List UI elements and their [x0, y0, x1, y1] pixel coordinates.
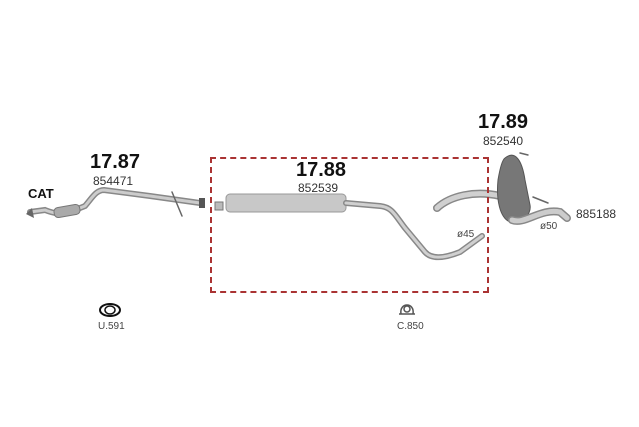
accessory-c850-label[interactable]: C.850: [397, 321, 424, 332]
front-pipe-854471[interactable]: [26, 186, 205, 219]
part-code-852539[interactable]: 852539: [298, 181, 339, 195]
cat-label: CAT: [28, 186, 54, 201]
middle-silencer-852539[interactable]: [214, 193, 485, 261]
part-ref-17-87[interactable]: 17.87: [90, 151, 141, 173]
highlighted-part-box: [210, 157, 489, 293]
rear-silencer-852540[interactable]: [433, 152, 571, 225]
part-code-852540[interactable]: 852540: [483, 134, 524, 148]
part-ref-17-88[interactable]: 17.88: [296, 159, 347, 181]
tailpipe-code[interactable]: 885188: [576, 207, 617, 221]
part-code-854471[interactable]: 854471: [93, 174, 134, 188]
part-ref-17-89[interactable]: 17.89: [478, 111, 529, 133]
accessory-u591-label[interactable]: U.591: [98, 321, 125, 332]
diameter-45-label: ø45: [457, 229, 475, 240]
gasket-icon: [99, 303, 121, 317]
clamp-icon: [399, 304, 415, 315]
diameter-50-label: ø50: [540, 221, 558, 232]
